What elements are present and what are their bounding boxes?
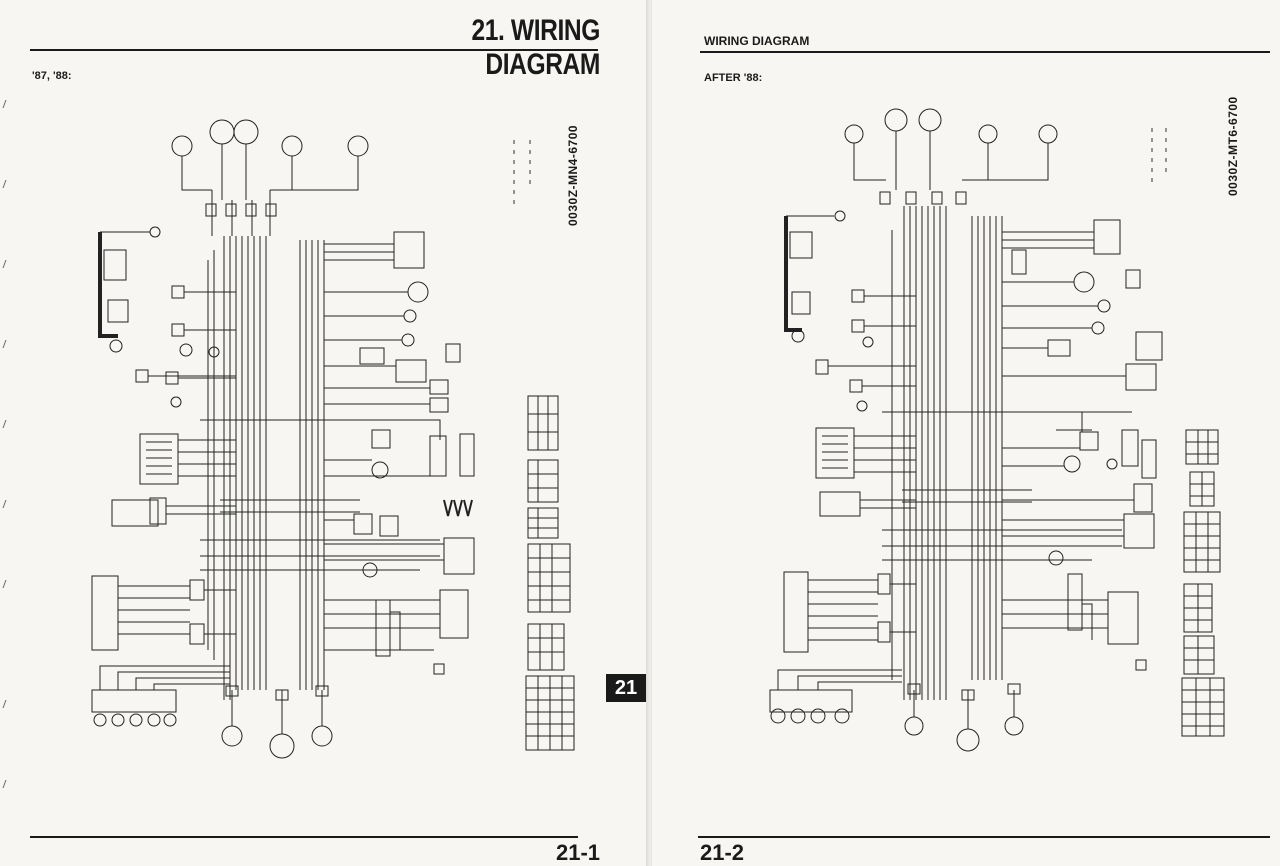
title-rule	[30, 49, 598, 51]
footer-rule	[698, 836, 1270, 838]
page-number: 21-2	[700, 840, 745, 865]
wiring-diagram-left	[91, 119, 575, 759]
right-page: WIRING DIAGRAM AFTER '88: 0030Z-MT6-6700	[652, 0, 1280, 866]
wiring-diagram-right	[769, 108, 1225, 752]
header-rule	[700, 51, 1270, 53]
switch-continuity-tables	[1181, 429, 1225, 737]
page-number: 21-1	[556, 840, 601, 865]
model-years-label: '87, '88:	[32, 70, 72, 82]
chapter-tab[interactable]: 21	[606, 674, 646, 702]
running-header: WIRING DIAGRAM	[704, 34, 810, 48]
color-code-key	[1151, 128, 1167, 182]
switch-continuity-tables	[525, 395, 575, 751]
model-years-label: AFTER '88:	[704, 72, 763, 84]
footer-rule	[30, 836, 578, 838]
page-gutter	[646, 0, 654, 866]
chapter-title: 21. WIRING DIAGRAM	[471, 14, 601, 81]
top-bulbs	[171, 119, 369, 157]
left-page: 21. WIRING DIAGRAM '87, '88: 0030Z-MN4-6…	[2, 14, 646, 865]
color-code-key	[513, 140, 531, 204]
